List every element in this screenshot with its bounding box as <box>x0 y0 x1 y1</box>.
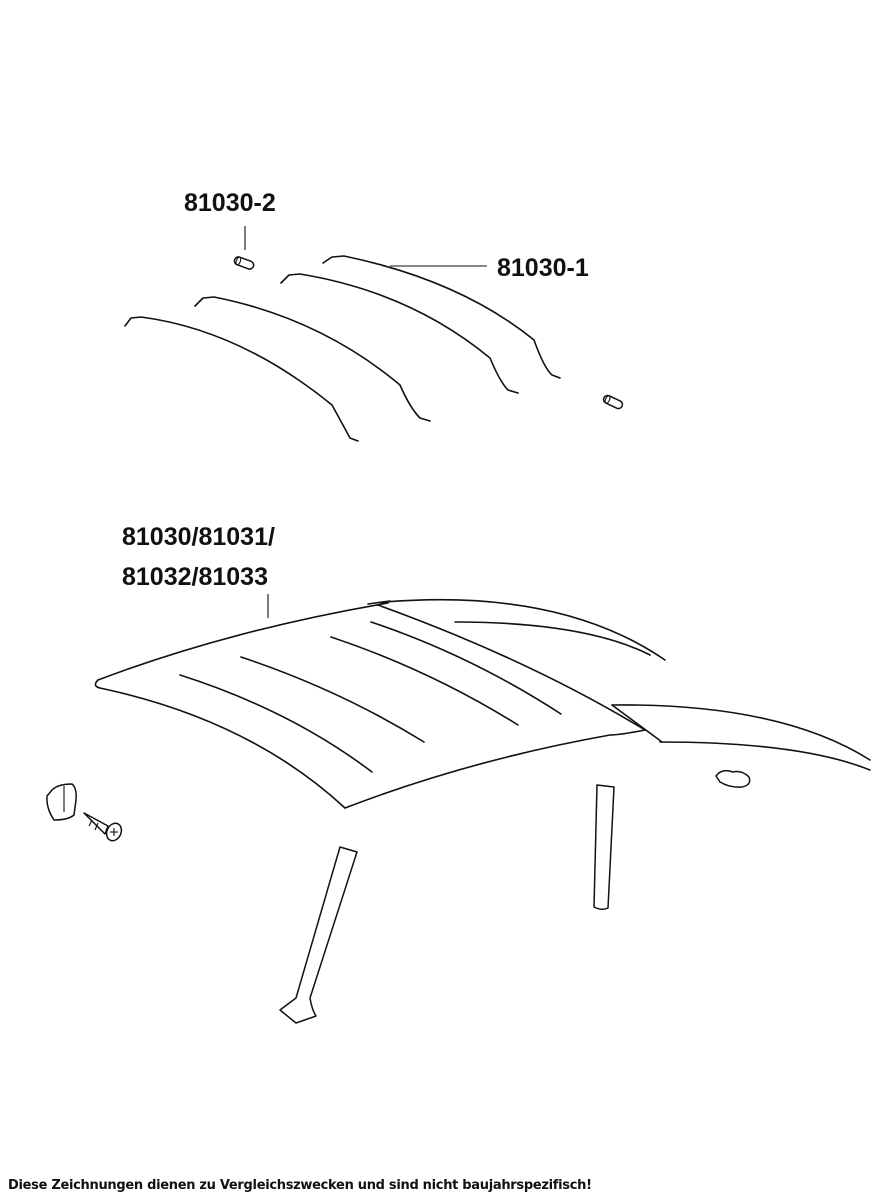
label-81030-1: 81030-1 <box>497 254 589 282</box>
roof-strip-1 <box>124 316 359 442</box>
clip-left <box>46 783 77 821</box>
label-roof-line2: 81032/81033 <box>122 563 268 591</box>
disclaimer-footer: Diese Zeichnungen dienen zu Vergleichszw… <box>8 1178 592 1193</box>
label-roof-line1: 81030/81031/ <box>122 523 275 551</box>
roof-panel <box>94 598 871 809</box>
roof-strips <box>124 255 561 442</box>
clip-right <box>715 769 751 788</box>
roof-strip-4 <box>322 255 561 379</box>
roof-strip-2 <box>194 296 431 422</box>
screw <box>83 812 123 842</box>
pin-81030-2 <box>233 256 255 270</box>
pillar-trim-front <box>279 846 358 1024</box>
label-81030-2: 81030-2 <box>184 189 276 217</box>
pillar-trim-center <box>593 784 615 911</box>
roof-strip-3 <box>280 273 519 394</box>
pin <box>602 394 624 410</box>
